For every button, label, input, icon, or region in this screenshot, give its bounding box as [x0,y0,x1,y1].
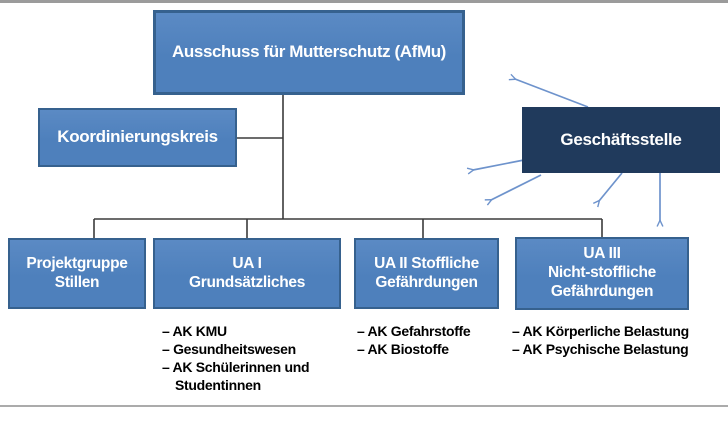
list-item: – AK KMU [162,323,227,339]
unit-box-projektgruppe-stillen: Projektgruppe Stillen [8,238,146,309]
koordinierungskreis-box: Koordinierungskreis [38,108,237,167]
unit-box-ua2: UA II Stoffliche Gefährdungen [354,238,499,309]
bottom-divider [0,405,728,407]
list-item: – AK Körperliche Belastung [512,323,689,339]
unit-label-line: UA III [583,245,621,263]
unit-label-line: Grundsätzliches [188,273,306,291]
geschaeftsstelle-box: Geschäftsstelle [522,107,720,173]
list-item: – AK Gefahrstoffe [357,323,471,339]
root-box-afmu: Ausschuss für Mutterschutz (AfMu) [153,10,465,95]
list-item: – AK Schülerinnen und Studentinnen [162,359,310,393]
unit-label-line: Stillen [54,273,100,291]
unit-box-ua1: UA I Grundsätzliches [153,238,341,309]
unit-label-line: Gefährdungen [375,273,478,291]
arrow-down-left-icon [599,172,623,201]
root-box-label: Ausschuss für Mutterschutz (AfMu) [172,42,446,62]
ua3-working-groups: – AK Körperliche Belastung – AK Psychisc… [512,322,726,358]
arrow-left-icon [473,159,525,170]
arrow-down-left-far-icon [491,174,542,200]
arrow-up-left-icon [515,79,589,108]
list-item: – Gesundheitswesen [162,341,296,357]
list-item: – AK Psychische Belastung [512,341,689,357]
ua1-working-groups: – AK KMU – Gesundheitswesen – AK Schüler… [162,322,342,394]
geschaeftsstelle-arrows [473,79,660,221]
unit-label-line: UA II Stoffliche [374,254,479,272]
unit-box-ua3: UA III Nicht-stoffliche Gefährdungen [515,237,689,310]
unit-label-line: UA I [232,254,262,272]
top-divider [0,0,728,3]
unit-label-line: Nicht-stoffliche [547,264,656,282]
geschaeftsstelle-label: Geschäftsstelle [560,129,682,149]
ua2-working-groups: – AK Gefahrstoffe – AK Biostoffe [357,322,507,358]
list-item: – AK Biostoffe [357,341,449,357]
hierarchy-connectors [93,95,603,240]
unit-label-line: Gefährdungen [550,282,654,300]
koordinierungskreis-label: Koordinierungskreis [57,127,218,147]
unit-label-line: Projektgruppe [26,254,128,272]
